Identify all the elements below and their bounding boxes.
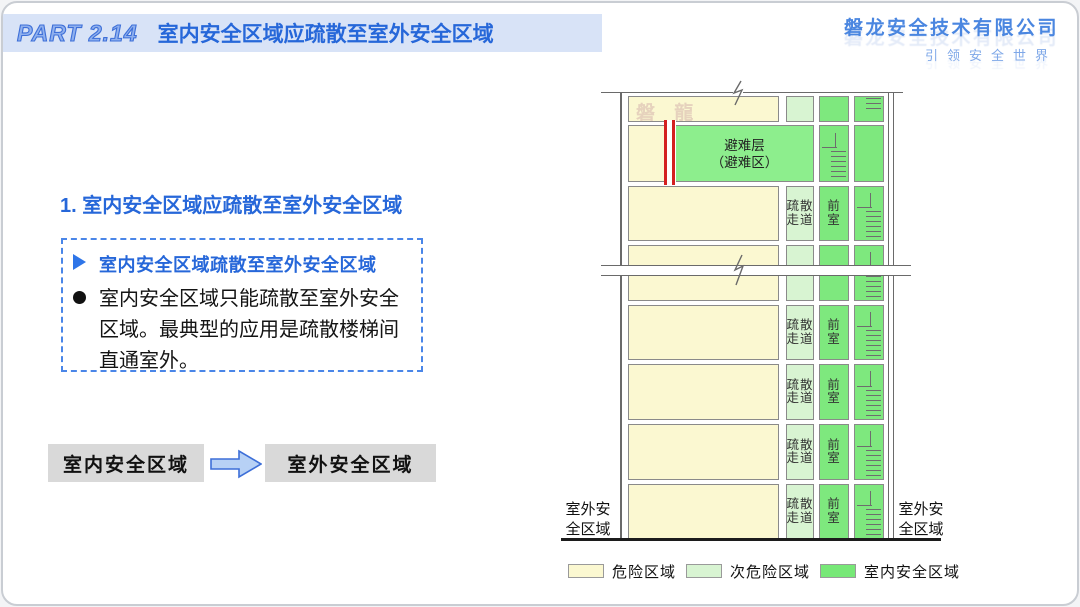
legend-swatch-danger xyxy=(568,564,604,578)
front-room-label: 前 xyxy=(827,318,841,332)
corridor-cell: 疏散 走道 xyxy=(786,484,814,539)
outdoor-label-left: 室外安 全区域 xyxy=(561,500,615,540)
stair-cell xyxy=(854,125,884,182)
stair-icon xyxy=(855,425,883,479)
arrow-bullet-icon xyxy=(73,254,86,270)
room-cell xyxy=(628,305,779,360)
front-room-label: 室 xyxy=(827,331,841,346)
stair-icon xyxy=(855,485,883,538)
company-tagline: 引领安全世界 xyxy=(924,48,1057,63)
front-room-label: 室 xyxy=(827,510,841,525)
refuge-area: 避难层 （避难区） xyxy=(675,125,814,182)
outdoor-label-line: 全区域 xyxy=(565,521,611,538)
room-cell xyxy=(628,364,779,420)
corridor-label: 走道 xyxy=(786,391,814,405)
stair-cell xyxy=(854,305,884,360)
front-room-cell xyxy=(819,125,849,182)
legend-item-indoor-safe: 室内安全区域 xyxy=(820,561,960,581)
corridor-label: 走道 xyxy=(786,212,814,227)
front-room-label: 室 xyxy=(827,451,841,465)
corridor-label: 疏散 xyxy=(786,437,814,452)
legend-swatch-indoor-safe xyxy=(820,564,856,578)
corridor-label: 走道 xyxy=(786,510,814,525)
front-room-label: 室 xyxy=(827,391,841,405)
stair-cell xyxy=(854,484,884,539)
front-room-label: 前 xyxy=(827,377,841,392)
roof-line xyxy=(601,92,903,93)
stair-cell xyxy=(854,186,884,241)
legend-label-sub-danger: 次危险区域 xyxy=(730,563,811,581)
front-room-label: 前 xyxy=(827,437,841,452)
room-cell xyxy=(628,96,779,122)
building-right-wall xyxy=(888,93,894,539)
stair-icon xyxy=(855,306,883,359)
front-room-label: 前 xyxy=(827,497,841,511)
ground-line xyxy=(561,538,941,541)
corridor-label: 疏散 xyxy=(786,318,814,332)
flow-arrow-icon xyxy=(210,449,262,479)
page-title: 室内安全区域应疏散至室外安全区域 xyxy=(157,23,494,46)
flow-from-box: 室内安全区域 xyxy=(48,444,204,482)
callout-point-detail: 室内安全区域只能疏散至室外安全区域。最典型的应用是疏散楼梯间直通室外。 xyxy=(99,288,399,372)
refuge-label-line2: （避难区） xyxy=(710,154,779,170)
outdoor-label-line: 室外安 xyxy=(898,501,944,518)
stair-cell xyxy=(854,424,884,480)
floor-break-band xyxy=(601,265,911,276)
front-room-cell: 前 室 xyxy=(819,424,849,480)
room-cell xyxy=(628,125,666,182)
stair-icon xyxy=(820,126,848,181)
front-room-label: 前 xyxy=(827,199,841,213)
corridor-cell: 疏散 走道 xyxy=(786,305,814,360)
roof-break-icon xyxy=(732,80,744,106)
front-room-cell: 前 室 xyxy=(819,186,849,241)
stair-cell xyxy=(854,364,884,420)
room-watermark: 磐 龍 xyxy=(636,103,701,124)
stair-cell xyxy=(854,96,884,122)
front-room-cell: 前 室 xyxy=(819,484,849,539)
room-cell xyxy=(628,186,779,241)
corridor-cell xyxy=(786,96,814,122)
front-room-label: 室 xyxy=(827,212,841,227)
fire-door-bar xyxy=(664,120,667,185)
brand-block: 磐龙安全技术有限公司 引领安全世界 xyxy=(844,13,1059,64)
front-room-cell: 前 室 xyxy=(819,305,849,360)
legend-label-danger: 危险区域 xyxy=(612,563,677,581)
outdoor-label-line: 室外安 xyxy=(565,501,611,518)
corridor-cell: 疏散 走道 xyxy=(786,364,814,420)
callout-row-primary: 室内安全区域疏散至室外安全区域 xyxy=(73,251,413,277)
flow-to-box: 室外安全区域 xyxy=(265,444,436,482)
room-cell xyxy=(628,424,779,480)
legend-label-indoor-safe: 室内安全区域 xyxy=(864,563,961,581)
front-room-cell: 前 室 xyxy=(819,364,849,420)
corridor-label: 疏散 xyxy=(786,377,814,392)
fire-door-bar xyxy=(672,120,675,185)
building-left-wall xyxy=(620,93,622,539)
outdoor-label-line: 全区域 xyxy=(898,521,944,538)
callout-box: 室内安全区域疏散至室外安全区域 室内安全区域只能疏散至室外安全区域。最典型的应用… xyxy=(61,238,423,372)
corridor-label: 疏散 xyxy=(786,497,814,511)
part-label: PART 2.14 xyxy=(16,19,138,46)
header-banner: PART 2.14 室内安全区域应疏散至室外安全区域 xyxy=(3,14,602,52)
stair-icon xyxy=(855,97,883,121)
legend-item-danger: 危险区域 xyxy=(568,561,676,581)
corridor-cell: 疏散 走道 xyxy=(786,186,814,241)
company-name: 磐龙安全技术有限公司 xyxy=(843,18,1059,39)
floor-break-icon xyxy=(733,254,745,286)
corridor-label: 走道 xyxy=(786,451,814,465)
room-cell xyxy=(628,484,779,539)
stair-icon xyxy=(855,187,883,240)
corridor-label: 疏散 xyxy=(786,199,814,213)
refuge-label-line1: 避难层 xyxy=(724,137,765,153)
corridor-cell: 疏散 走道 xyxy=(786,424,814,480)
callout-row-detail: 室内安全区域只能疏散至室外安全区域。最典型的应用是疏散楼梯间直通室外。 xyxy=(73,282,413,377)
front-room-cell xyxy=(819,96,849,122)
legend-item-sub-danger: 次危险区域 xyxy=(686,561,810,581)
section-title: 1. 室内安全区域应疏散至室外安全区域 xyxy=(60,195,403,217)
dot-bullet-icon xyxy=(73,291,86,304)
stair-icon xyxy=(855,365,883,419)
outdoor-label-right: 室外安 全区域 xyxy=(894,500,948,540)
callout-point-primary: 室内安全区域疏散至室外安全区域 xyxy=(99,255,377,275)
legend-swatch-sub-danger xyxy=(686,564,722,578)
corridor-label: 走道 xyxy=(786,331,814,346)
